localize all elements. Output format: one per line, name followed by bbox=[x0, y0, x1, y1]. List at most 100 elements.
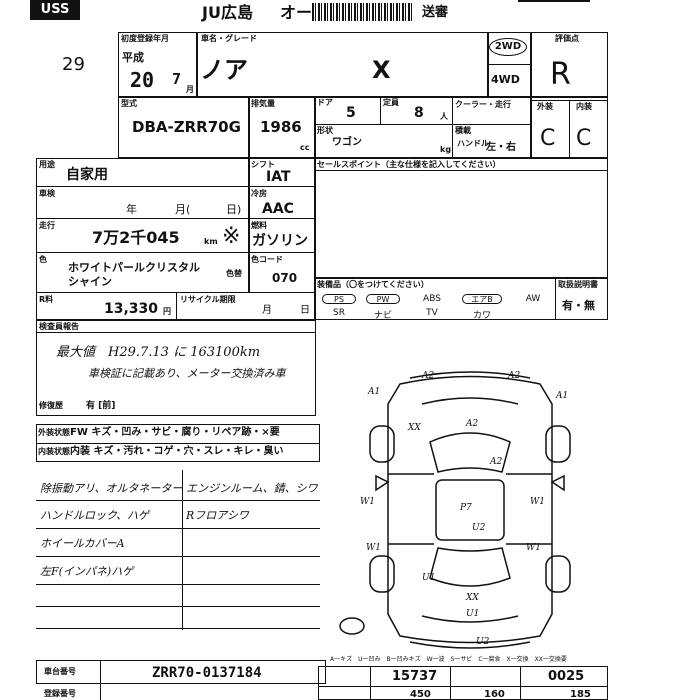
sub-value-3: 185 bbox=[570, 689, 591, 700]
handle-label: ハンドル bbox=[457, 139, 489, 148]
vin-box bbox=[36, 660, 326, 684]
mark-front-bumper-a2: A2 bbox=[421, 371, 434, 381]
shift-label: シフト bbox=[251, 160, 275, 169]
color-value-line2: シャイン bbox=[68, 275, 112, 288]
mark-left-front-a1: A1 bbox=[367, 387, 380, 397]
remark-left-2: ハンドルロック、ハゲ bbox=[40, 509, 150, 522]
repaint-label: 色替 bbox=[226, 269, 242, 278]
remark-left-3: ホイールカバーA bbox=[40, 537, 125, 550]
body-label: 形状 bbox=[317, 126, 333, 135]
equip-tv: TV bbox=[426, 308, 438, 318]
fuel-value: ガソリン bbox=[252, 233, 308, 249]
cc-value: 1986 bbox=[260, 118, 302, 136]
exterior-condition: FW キズ・凹み・サビ・腐り・リペア跡・×要 bbox=[70, 427, 280, 438]
model-name: ノア bbox=[200, 56, 248, 84]
score-value: R bbox=[550, 57, 571, 92]
registration-label: 初度登録年月 bbox=[121, 34, 169, 43]
interior-condition: 内装 キズ・汚れ・コゲ・穴・スレ・キレ・臭い bbox=[70, 446, 284, 457]
usage-value: 自家用 bbox=[66, 167, 108, 183]
color-code-label: 色コード bbox=[251, 255, 283, 264]
reg-label: 登録番号 bbox=[44, 689, 76, 698]
color-code: 070 bbox=[272, 271, 298, 285]
equip-sr: SR bbox=[333, 308, 345, 318]
inspector-notes-label: 検査員報告 bbox=[39, 322, 79, 331]
body-type: ワゴン bbox=[332, 137, 362, 148]
mileage-mark: ※ bbox=[222, 224, 241, 249]
sales-point-label: セールスポイント（主な仕様を記入してください） bbox=[317, 160, 501, 169]
sales-point-box bbox=[314, 158, 608, 278]
registration-year: 20 bbox=[130, 68, 155, 92]
sub-value-2: 160 bbox=[484, 689, 505, 700]
mark-windshield-a2: A2 bbox=[489, 457, 502, 467]
vin-label: 車台番号 bbox=[44, 667, 76, 676]
seller-name: オー bbox=[280, 3, 313, 22]
model-grade: X bbox=[372, 56, 391, 84]
remark-right-2: Rフロアシワ bbox=[186, 509, 249, 522]
mark-right-side-w1: W1 bbox=[530, 497, 545, 507]
equip-aw: AW bbox=[525, 294, 541, 304]
equip-leather: カワ bbox=[472, 311, 491, 321]
mileage-unit: km bbox=[204, 237, 218, 246]
shift-value: IAT bbox=[266, 169, 291, 185]
equipment-label: 装備品（〇をつけてください） bbox=[317, 280, 429, 289]
usage-label: 用途 bbox=[39, 160, 55, 169]
auction-logo: USS bbox=[30, 0, 80, 20]
recycle-unit: 円 bbox=[163, 307, 171, 316]
equip-pw: PW bbox=[366, 294, 400, 304]
inspection-month: 月( bbox=[175, 203, 191, 216]
mileage-label: 走行 bbox=[39, 221, 55, 230]
equipment-box bbox=[314, 278, 608, 320]
inspection-year: 年 bbox=[126, 203, 137, 216]
inspector-notes-box bbox=[36, 320, 316, 416]
cooler-label: クーラー・走行 bbox=[455, 100, 511, 109]
kg-unit: kg bbox=[440, 145, 452, 154]
exterior-grade: C bbox=[540, 126, 556, 151]
cc-label: 排気量 bbox=[251, 99, 275, 108]
barcode bbox=[312, 3, 412, 21]
inspection-day: 日) bbox=[226, 203, 242, 216]
score-label: 評価点 bbox=[555, 34, 579, 43]
ac-value: AAC bbox=[262, 201, 294, 217]
equip-navi: ナビ bbox=[373, 311, 392, 321]
mark-rear-bumper-u2: U2 bbox=[476, 637, 490, 647]
seats-value: 8 bbox=[414, 105, 424, 121]
registration-era: 平成 bbox=[122, 51, 144, 64]
mark-rear-u1: U1 bbox=[466, 609, 479, 619]
month-unit: 月 bbox=[186, 85, 194, 94]
vin-value: ZRR70-0137184 bbox=[152, 665, 262, 681]
recycle-day: 日 bbox=[300, 305, 310, 316]
inspector-note-line2: 車検証に記載あり、メーター交換済み車 bbox=[88, 367, 286, 380]
recycle-deadline-label: リサイクル期限 bbox=[180, 295, 236, 304]
mark-front-right-a2: A2 bbox=[507, 371, 520, 381]
auction-number: 15737 bbox=[392, 669, 438, 684]
repair-history-value: 有 [前] bbox=[86, 401, 116, 411]
mileage-value: 7万2千045 bbox=[92, 228, 180, 247]
manual-label: 取扱説明書 bbox=[558, 280, 598, 289]
mark-left-side-w1: W1 bbox=[360, 497, 375, 507]
chassis-label: 型式 bbox=[121, 99, 137, 108]
registration-month: 7 bbox=[172, 70, 182, 88]
handle-value: 左・右 bbox=[486, 142, 516, 153]
mark-roof-u2: U2 bbox=[472, 523, 486, 533]
drive-2wd: 2WD bbox=[489, 38, 527, 56]
recycle-label: R料 bbox=[39, 295, 54, 304]
interior-label: 内装 bbox=[576, 102, 592, 111]
doors-label: ドア bbox=[317, 98, 333, 107]
remark-left-1: 除振動アリ、オルタネーター bbox=[40, 482, 183, 495]
equip-abs: ABS bbox=[423, 294, 441, 304]
chassis-code: DBA-ZRR70G bbox=[132, 118, 241, 136]
exterior-condition-label: 外装状態 bbox=[38, 428, 70, 437]
remark-right-1: エンジンルーム、錆、シワ bbox=[186, 482, 318, 495]
lot-number: 29 bbox=[62, 54, 85, 75]
cc-unit: cc bbox=[300, 143, 310, 152]
mark-left-rear-w1: W1 bbox=[366, 543, 381, 553]
recycle-month: 月 bbox=[262, 305, 272, 316]
inspector-note-line1: 最大値 H29.7.13 に 163100km bbox=[56, 345, 261, 360]
logo-text: USS bbox=[40, 2, 70, 17]
repair-history-label: 修復歴 bbox=[39, 401, 63, 410]
sub-value-1: 450 bbox=[410, 689, 431, 700]
inspection-label: 車検 bbox=[39, 189, 55, 198]
mark-rear-left-u1: U1 bbox=[422, 573, 435, 583]
car-damage-diagram: A2 A2 XX A2 A2 W1 W1 W1 P7 U2 XX U1 W1 U… bbox=[339, 371, 571, 649]
color-value-line1: ホワイトパールクリスタル bbox=[68, 261, 200, 274]
